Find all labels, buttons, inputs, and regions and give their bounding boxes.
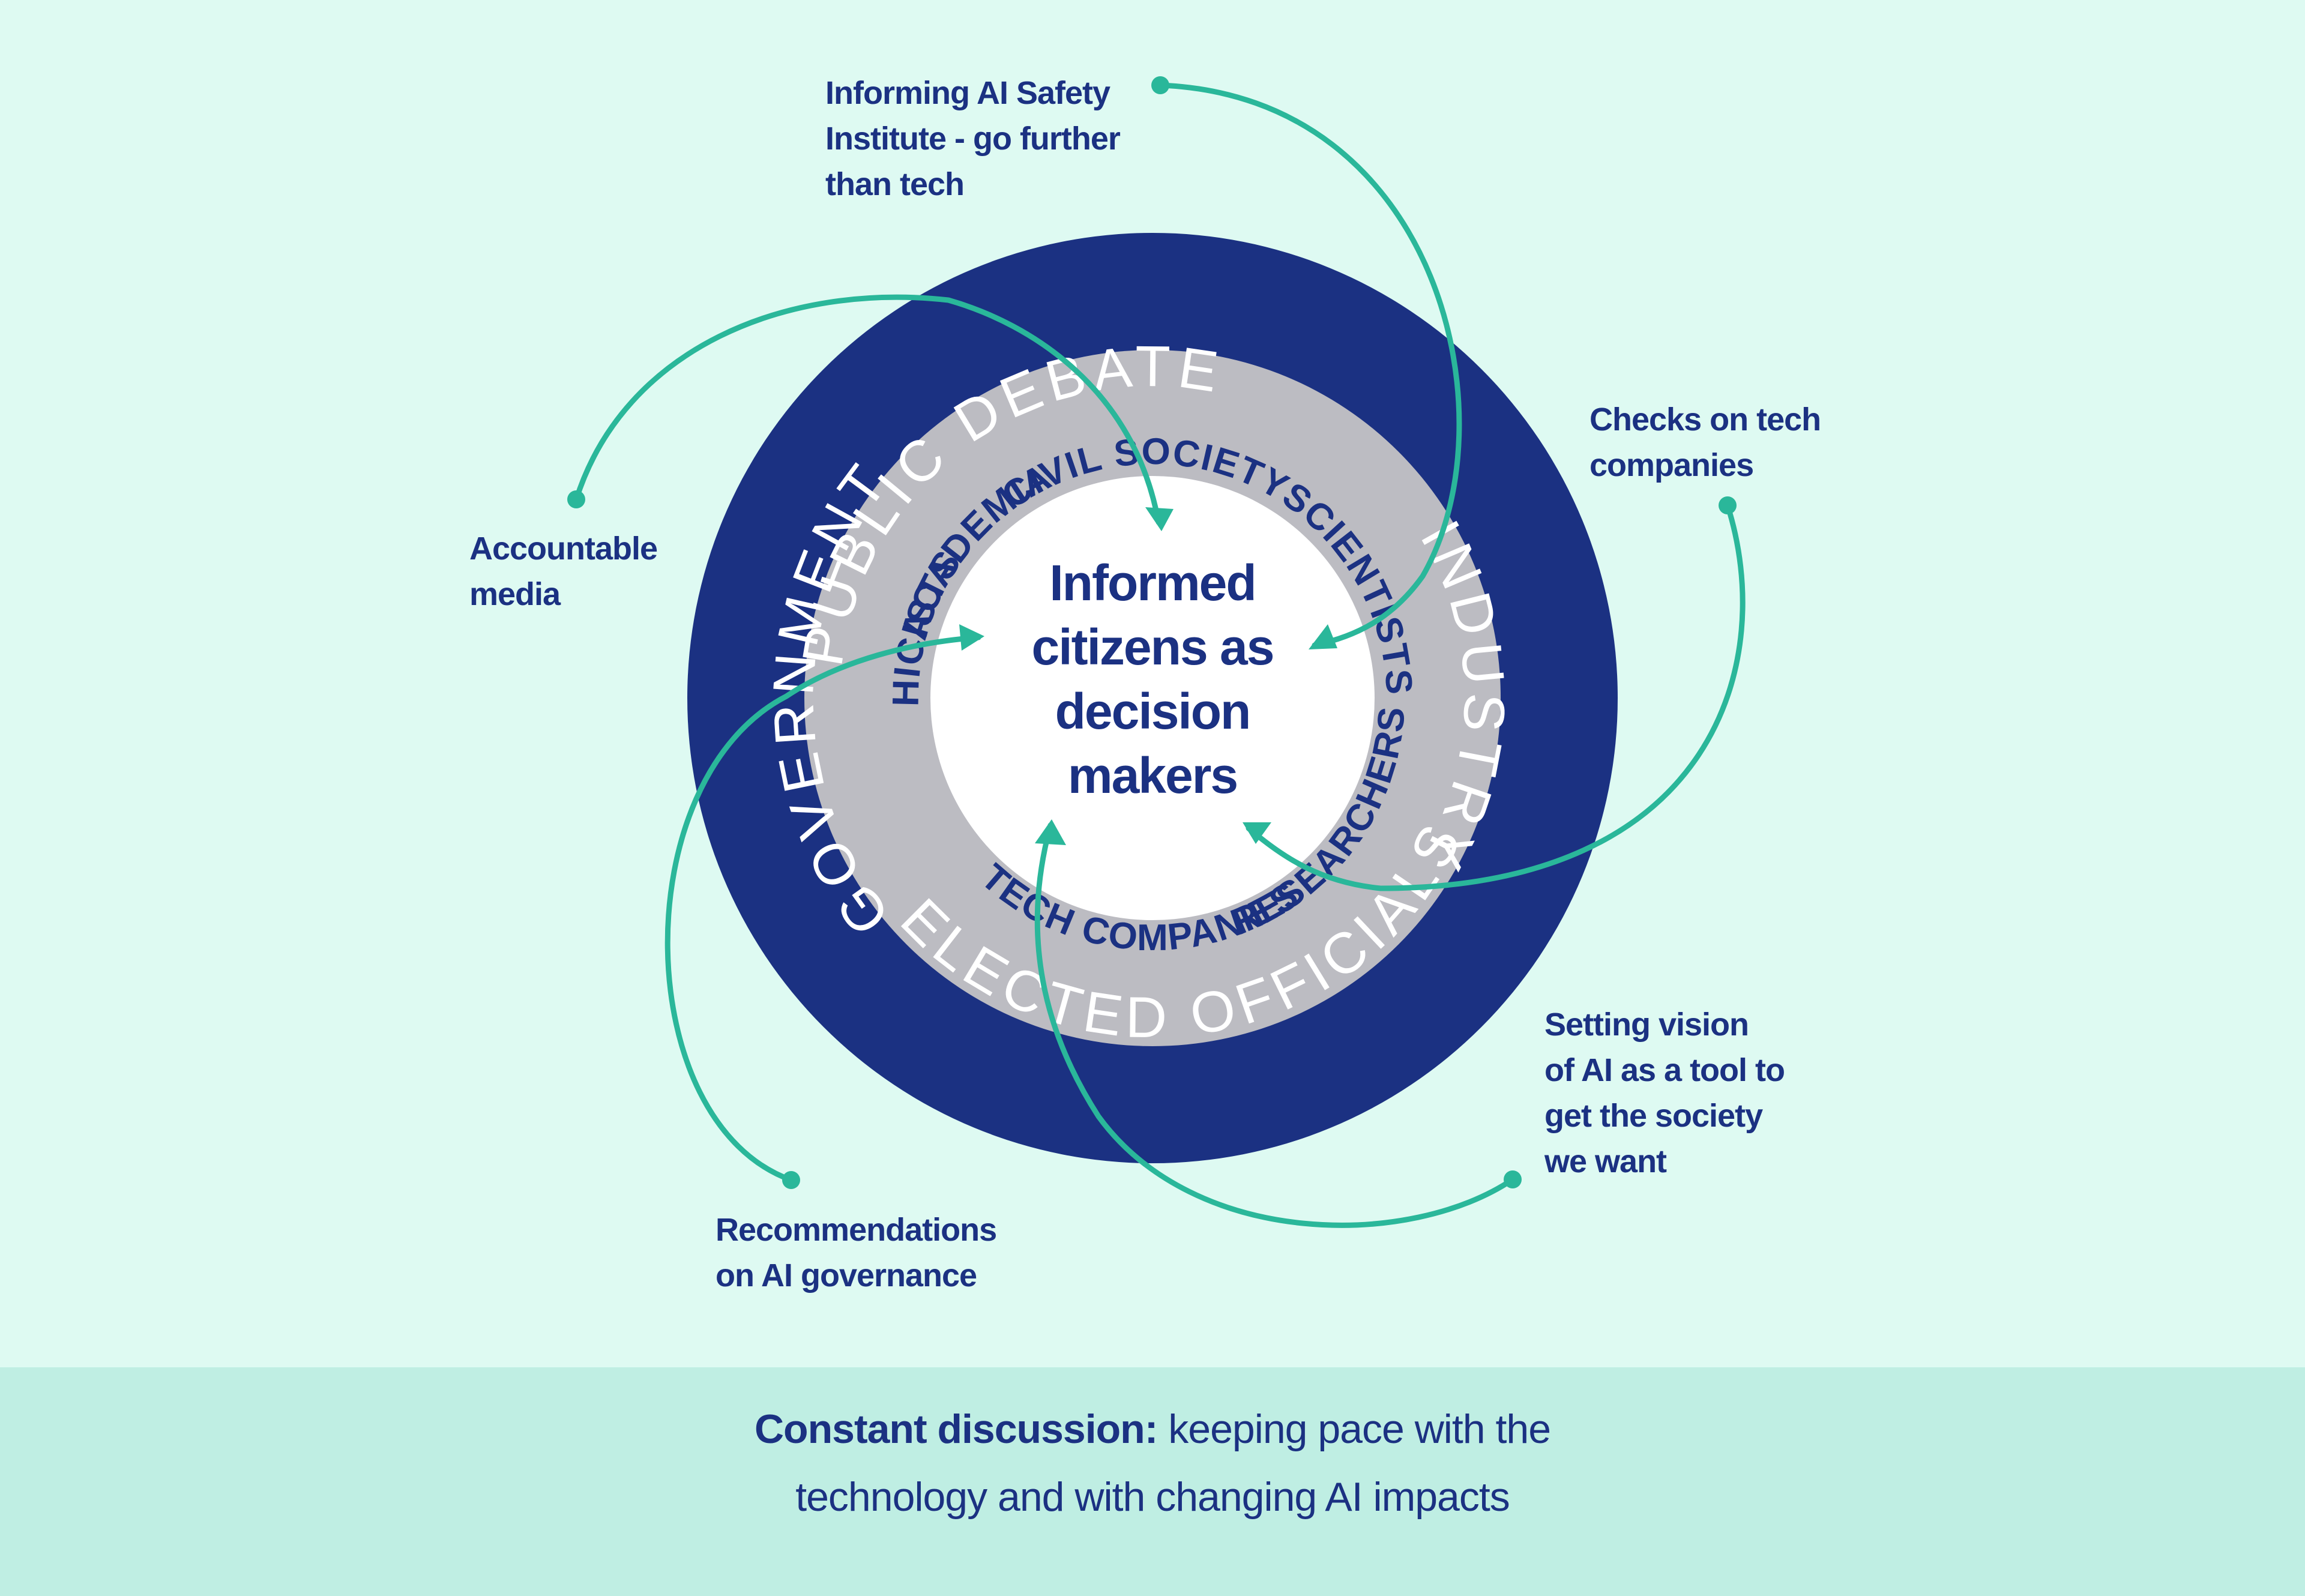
connector-checks xyxy=(1246,502,1746,891)
annotation-checks: Checks on tech companies xyxy=(1589,397,1821,488)
center-line: decision xyxy=(1055,683,1252,739)
footer-line-1: Constant discussion: keeping pace with t… xyxy=(0,1396,2305,1463)
arrowhead-media xyxy=(1145,507,1174,531)
arrowhead-recommendations xyxy=(959,624,984,651)
dot-media xyxy=(567,490,585,508)
connector-vision xyxy=(1034,822,1516,1228)
footer-rest: keeping pace with the xyxy=(1168,1406,1551,1452)
annotation-line: Informing AI Safety xyxy=(825,75,1110,111)
annotation-line: companies xyxy=(1589,447,1754,483)
dot-vision xyxy=(1504,1170,1522,1188)
annotation-safety-institute: Informing AI Safety Institute - go furth… xyxy=(825,70,1121,207)
footer-band xyxy=(0,1367,2305,1596)
annotation-line: Setting vision xyxy=(1544,1007,1749,1043)
annotation-line: media xyxy=(469,576,561,612)
arrowhead-checks xyxy=(1243,822,1271,844)
annotation-line: Recommendations xyxy=(716,1212,997,1248)
connector-safety-institute xyxy=(1157,82,1462,648)
annotation-vision: Setting vision of AI as a tool to get th… xyxy=(1544,1002,1785,1184)
center-label: Informed citizens as decision makers xyxy=(960,551,1345,808)
connector-recommendations xyxy=(664,634,981,1183)
annotation-recommendations: Recommendations on AI governance xyxy=(716,1207,997,1298)
annotation-line: than tech xyxy=(825,166,965,202)
annotation-line: we want xyxy=(1544,1143,1667,1179)
annotation-line: of AI as a tool to xyxy=(1544,1052,1785,1088)
center-line: Informed xyxy=(1049,555,1256,611)
dot-safety-institute xyxy=(1151,76,1169,94)
arrowhead-vision xyxy=(1035,819,1066,845)
annotation-line: Accountable xyxy=(469,531,658,567)
dot-checks xyxy=(1719,496,1737,514)
footer-bold: Constant discussion: xyxy=(754,1406,1158,1452)
annotation-line: Institute - go further xyxy=(825,121,1121,157)
arrowhead-safety-institute xyxy=(1309,624,1337,649)
connector-media xyxy=(573,294,1162,525)
center-circle xyxy=(930,476,1375,920)
annotation-line: Checks on tech xyxy=(1589,402,1821,438)
annotation-line: get the society xyxy=(1544,1098,1763,1134)
center-line: citizens as xyxy=(1031,619,1275,675)
dot-recommendations xyxy=(782,1171,800,1189)
footer-line-2: technology and with changing AI impacts xyxy=(795,1474,1510,1520)
center-line: makers xyxy=(1067,747,1238,804)
annotation-line: on AI governance xyxy=(716,1257,977,1293)
annotation-media: Accountable media xyxy=(469,526,658,617)
footer-caption: Constant discussion: keeping pace with t… xyxy=(0,1396,2305,1531)
